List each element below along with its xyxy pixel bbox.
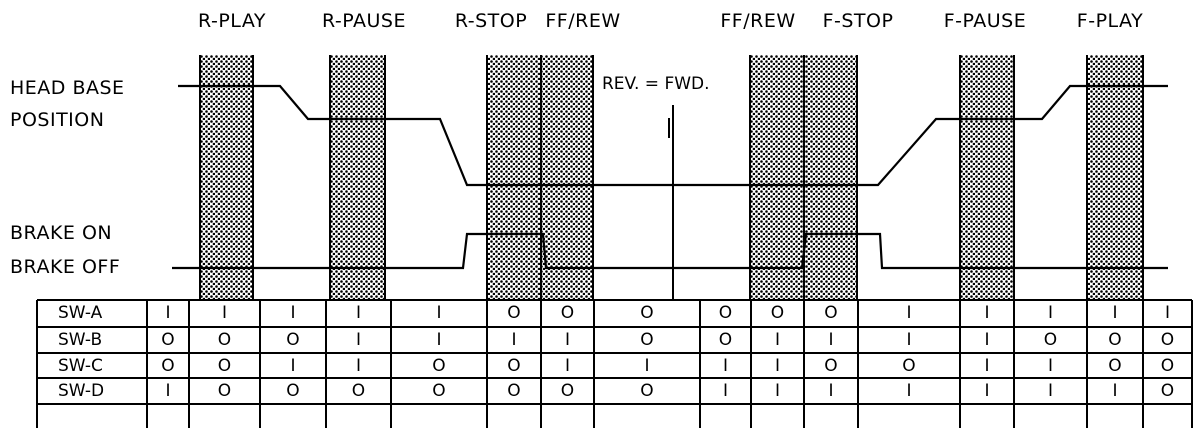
table-cell: O bbox=[217, 330, 232, 350]
table-cell: I bbox=[290, 356, 296, 376]
row-label-sw-d: SW-D bbox=[58, 381, 105, 401]
table-cell: I bbox=[984, 356, 990, 376]
table-cell: O bbox=[560, 381, 575, 401]
table-cell: O bbox=[217, 381, 232, 401]
mode-label-r-pause: R-PAUSE bbox=[322, 10, 406, 32]
table-cell: I bbox=[828, 381, 834, 401]
table-cell: I bbox=[984, 381, 990, 401]
table-cell: O bbox=[718, 303, 733, 323]
mode-label-ff-rew-right: FF/REW bbox=[720, 10, 796, 32]
table-cell: O bbox=[640, 381, 654, 401]
band-r-pause bbox=[330, 55, 385, 300]
table-cell: O bbox=[770, 303, 785, 323]
table-cell: I bbox=[774, 356, 781, 376]
table-cell: I bbox=[1047, 303, 1054, 323]
table-cell: I bbox=[290, 303, 296, 323]
row-label-sw-a: SW-A bbox=[58, 303, 103, 323]
table-cell: I bbox=[828, 330, 834, 350]
table-cell: O bbox=[902, 356, 916, 376]
row-label-sw-c: SW-C bbox=[58, 356, 103, 376]
table-cell: I bbox=[1112, 381, 1118, 401]
table-cell: I bbox=[1047, 356, 1054, 376]
table-cell: I bbox=[906, 330, 912, 350]
table-cell: O bbox=[1108, 356, 1122, 376]
table-cell: I bbox=[1164, 303, 1171, 323]
brake-trace bbox=[172, 232, 1168, 270]
band-f-play bbox=[1087, 55, 1143, 300]
table-cell: I bbox=[774, 330, 781, 350]
table-cell: I bbox=[355, 303, 362, 323]
table-cell: O bbox=[286, 381, 300, 401]
brake-on-label: BRAKE ON bbox=[10, 222, 113, 244]
table-cell: O bbox=[507, 381, 521, 401]
table-cell: O bbox=[507, 303, 521, 323]
switch-table-grid bbox=[36, 299, 1193, 428]
table-cell: I bbox=[984, 303, 990, 323]
band-r-play bbox=[200, 55, 253, 300]
mode-label-f-play: F-PLAY bbox=[1076, 10, 1144, 32]
table-cell: I bbox=[1112, 303, 1118, 323]
table-cell: O bbox=[432, 356, 446, 376]
table-cell: O bbox=[351, 381, 366, 401]
row-label-sw-b: SW-B bbox=[58, 330, 103, 350]
table-cell: I bbox=[511, 330, 517, 350]
table-cell: I bbox=[564, 330, 571, 350]
table-cell: O bbox=[824, 356, 838, 376]
table-cell: I bbox=[436, 303, 442, 323]
table-cell: O bbox=[1160, 381, 1175, 401]
table-cell: I bbox=[165, 381, 171, 401]
table-cell: O bbox=[640, 330, 654, 350]
mode-label-ff-rew-left: FF/REW bbox=[545, 10, 621, 32]
table-cell: O bbox=[161, 330, 175, 350]
head-base-label: HEAD BASE bbox=[10, 77, 125, 99]
mode-label-f-stop: F-STOP bbox=[822, 10, 894, 32]
table-cell: I bbox=[722, 381, 729, 401]
band-f-pause bbox=[960, 55, 1014, 300]
table-cell: I bbox=[906, 303, 912, 323]
table-cell: I bbox=[355, 356, 362, 376]
table-cell: I bbox=[722, 356, 729, 376]
table-cell: I bbox=[906, 381, 912, 401]
table-cell: O bbox=[1108, 330, 1122, 350]
table-cell: O bbox=[507, 356, 521, 376]
table-cell: O bbox=[432, 381, 446, 401]
table-cell: O bbox=[217, 356, 232, 376]
mode-label-f-pause: F-PAUSE bbox=[943, 10, 1027, 32]
table-cell: I bbox=[644, 356, 650, 376]
mode-label-r-play: R-PLAY bbox=[198, 10, 266, 32]
table-cell: O bbox=[1043, 330, 1058, 350]
table-cell: I bbox=[436, 330, 442, 350]
table-cell: O bbox=[286, 330, 300, 350]
position-label: POSITION bbox=[10, 109, 105, 131]
table-cell: I bbox=[221, 303, 228, 323]
table-cell: O bbox=[824, 303, 838, 323]
table-cell: I bbox=[355, 330, 362, 350]
mode-label-r-stop: R-STOP bbox=[454, 10, 528, 32]
brake-off-label: BRAKE OFF bbox=[10, 256, 121, 278]
table-cell: I bbox=[165, 303, 171, 323]
table-cell: O bbox=[718, 330, 733, 350]
table-cell: I bbox=[564, 356, 571, 376]
table-cell: I bbox=[1047, 381, 1054, 401]
table-cell: O bbox=[161, 356, 175, 376]
table-cell: I bbox=[774, 381, 781, 401]
mode-bands bbox=[199, 55, 1144, 300]
table-cell: I bbox=[984, 330, 990, 350]
table-cell: O bbox=[1160, 330, 1175, 350]
rev-fwd-label: REV. = FWD. bbox=[602, 74, 710, 94]
table-cell: O bbox=[1160, 356, 1175, 376]
table-cell: O bbox=[640, 303, 654, 323]
table-cell: O bbox=[560, 303, 575, 323]
